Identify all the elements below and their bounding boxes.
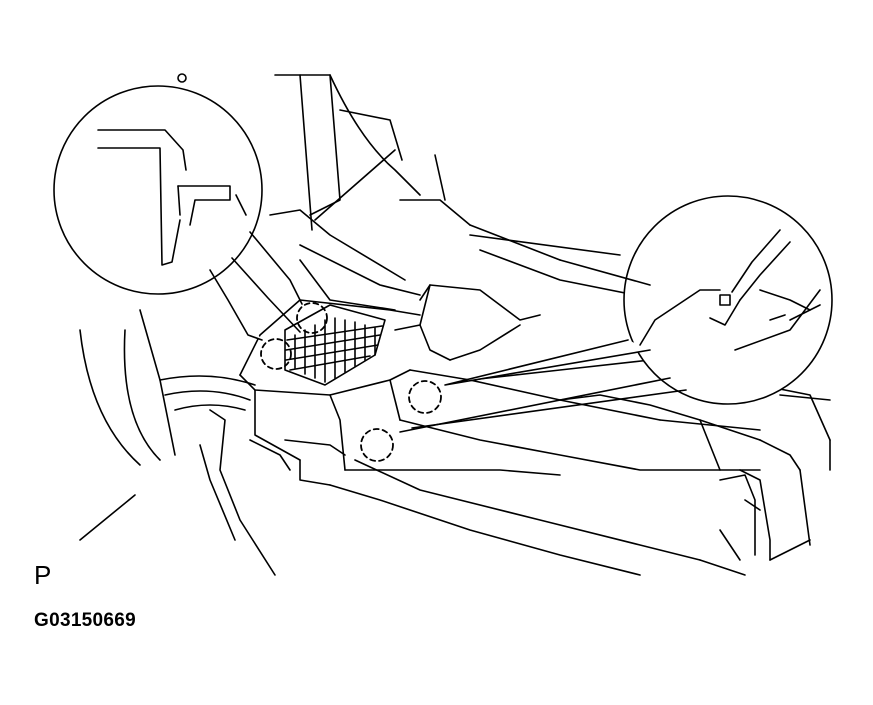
clip-marker-3: [409, 381, 441, 413]
figure-code-label: G03150669: [34, 610, 137, 631]
clip-marker-2: [261, 339, 291, 369]
clip-markers: [261, 303, 441, 461]
background-frame: [470, 235, 830, 430]
console-grille: [285, 305, 385, 385]
detail-callout-left[interactable]: [54, 86, 302, 340]
view-letter-label: P: [34, 560, 52, 590]
side-trim: [80, 310, 345, 575]
detail-callout-right[interactable]: [400, 196, 832, 432]
clip-marker-4: [361, 429, 393, 461]
clip-marker-1: [297, 303, 327, 333]
